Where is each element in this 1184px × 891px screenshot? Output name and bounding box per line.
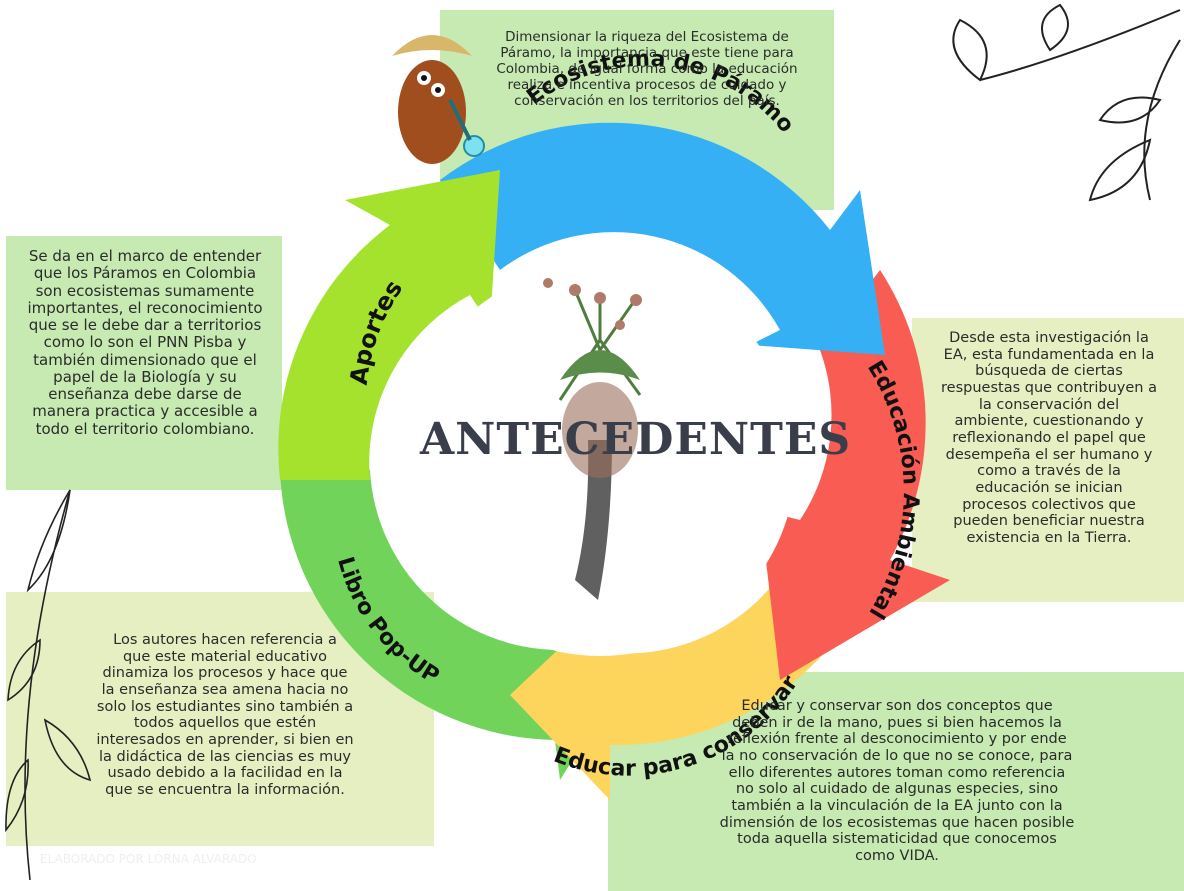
diagram-title: ANTECEDENTES — [420, 414, 852, 465]
mascot-character — [392, 35, 485, 164]
text-top: Dimensionar la riqueza del Ecosistema de… — [496, 29, 798, 109]
arrow-educacion — [760, 270, 950, 680]
text-bottom-left: Los autores hacen referencia a que este … — [96, 632, 354, 799]
arrow-aportes — [278, 170, 500, 480]
text-right: Desde esta investigación la EA, esta fun… — [941, 330, 1157, 547]
text-bottom-right: Educar y conservar son dos conceptos que… — [719, 698, 1075, 865]
right-text-panel — [912, 318, 1184, 602]
leaves-decoration-top-right — [952, 3, 1181, 202]
arrow-ecosistema — [440, 122, 885, 355]
frailejon-illustration — [543, 278, 642, 600]
text-left: Se da en el marco de entender que los Pá… — [27, 247, 263, 438]
footer-credit: ELABORADO POR LORNA ALVARADO — [40, 852, 257, 866]
plant-decoration-bottom-left — [5, 489, 92, 881]
left-text-panel — [6, 236, 282, 490]
